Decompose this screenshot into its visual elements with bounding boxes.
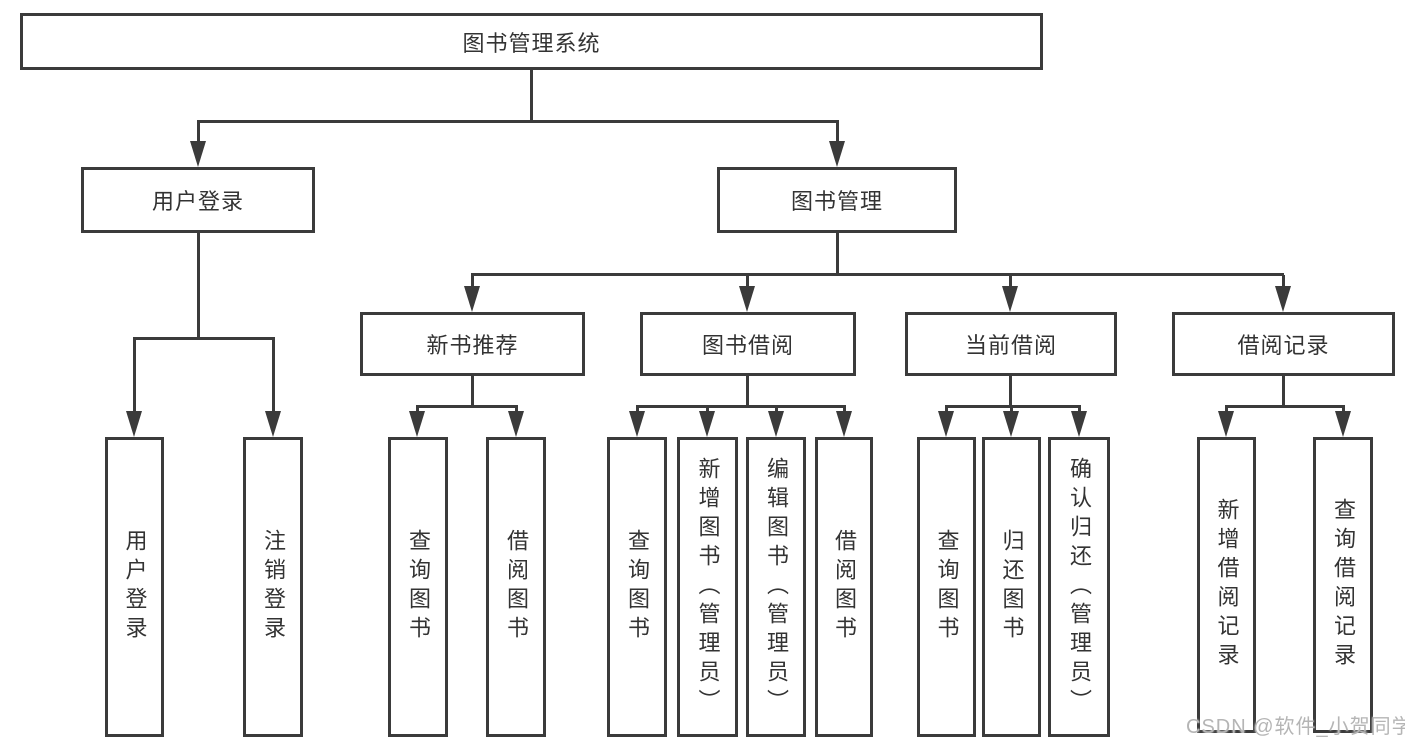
arrow-down-icon bbox=[464, 286, 480, 312]
leaf-logout: 注销登录 bbox=[243, 437, 303, 737]
node-label: 图书借阅 bbox=[701, 333, 794, 358]
connector-line bbox=[945, 405, 1081, 408]
connector-line bbox=[1342, 407, 1345, 413]
connector-line bbox=[945, 407, 948, 413]
connector-line bbox=[1078, 407, 1081, 413]
node-book-management: 图书管理 bbox=[717, 167, 957, 233]
arrow-down-icon bbox=[1003, 411, 1019, 437]
node-current-borrowing: 当前借阅 bbox=[905, 312, 1117, 376]
connector-line bbox=[471, 275, 474, 288]
leaf-borrowing-add-books-admin: 新增图书（管理员） bbox=[677, 437, 738, 737]
arrow-down-icon bbox=[829, 141, 845, 167]
arrow-down-icon bbox=[126, 411, 142, 437]
leaf-label: 查询图书 bbox=[406, 529, 431, 645]
connector-line bbox=[775, 407, 778, 413]
arrow-down-icon bbox=[699, 411, 715, 437]
node-label: 图书管理 bbox=[790, 189, 883, 214]
arrow-down-icon bbox=[768, 411, 784, 437]
leaf-label: 查询图书 bbox=[934, 529, 960, 645]
connector-line bbox=[416, 407, 419, 413]
connector-root-branch bbox=[197, 120, 839, 123]
leaf-label: 归还图书 bbox=[999, 529, 1025, 645]
connector-line bbox=[133, 339, 136, 412]
node-library-management-system: 图书管理系统 bbox=[20, 13, 1043, 70]
leaf-label: 编辑图书（管理员） bbox=[764, 456, 789, 718]
leaf-records-add-record: 新增借阅记录 bbox=[1197, 437, 1256, 733]
connector-line bbox=[272, 339, 275, 412]
connector-line bbox=[1009, 275, 1012, 288]
arrow-down-icon bbox=[739, 286, 755, 312]
connector-line bbox=[746, 275, 749, 288]
leaf-current-confirm-return-admin: 确认归还（管理员） bbox=[1048, 437, 1110, 737]
leaf-borrowing-borrow-books: 借阅图书 bbox=[815, 437, 873, 737]
connector-line bbox=[636, 405, 846, 408]
connector-line bbox=[836, 233, 839, 275]
connector-line bbox=[843, 407, 846, 413]
arrow-down-icon bbox=[409, 411, 425, 437]
connector-line bbox=[1010, 407, 1013, 413]
node-label: 图书管理系统 bbox=[462, 30, 601, 56]
node-label: 新书推荐 bbox=[426, 333, 519, 358]
node-new-book-recommendation: 新书推荐 bbox=[360, 312, 585, 376]
leaf-label: 确认归还（管理员） bbox=[1067, 456, 1092, 718]
arrow-down-icon bbox=[1218, 411, 1234, 437]
connector-line bbox=[1282, 275, 1285, 288]
connector-line bbox=[836, 122, 839, 142]
leaf-current-query-books: 查询图书 bbox=[917, 437, 976, 737]
connector-line bbox=[746, 376, 749, 407]
arrow-down-icon bbox=[938, 411, 954, 437]
leaf-label: 查询图书 bbox=[625, 529, 650, 645]
connector-line bbox=[515, 407, 518, 413]
connector-line bbox=[1282, 376, 1285, 407]
arrow-down-icon bbox=[508, 411, 524, 437]
arrow-down-icon bbox=[1275, 286, 1291, 312]
leaf-borrowing-query-books: 查询图书 bbox=[607, 437, 667, 737]
arrow-down-icon bbox=[1002, 286, 1018, 312]
node-borrowing-records: 借阅记录 bbox=[1172, 312, 1395, 376]
leaf-label: 借阅图书 bbox=[832, 529, 857, 645]
leaf-recommend-borrow-books: 借阅图书 bbox=[486, 437, 546, 737]
leaf-label: 新增借阅记录 bbox=[1214, 498, 1240, 672]
csdn-watermark: CSDN @软件_小贺同学 bbox=[1186, 716, 1405, 738]
leaf-label: 借阅图书 bbox=[504, 529, 529, 645]
leaf-borrowing-edit-books-admin: 编辑图书（管理员） bbox=[746, 437, 806, 737]
arrow-down-icon bbox=[1335, 411, 1351, 437]
leaf-label: 用户登录 bbox=[122, 529, 148, 645]
leaf-recommend-query-books: 查询图书 bbox=[388, 437, 448, 737]
connector-line bbox=[197, 122, 200, 142]
connector-line bbox=[636, 407, 639, 413]
leaf-label: 查询借阅记录 bbox=[1331, 498, 1356, 672]
node-label: 用户登录 bbox=[151, 189, 244, 214]
arrow-down-icon bbox=[190, 141, 206, 167]
arrow-down-icon bbox=[836, 411, 852, 437]
connector-line bbox=[416, 405, 518, 408]
connector-line bbox=[1009, 376, 1012, 407]
leaf-label: 注销登录 bbox=[261, 529, 286, 645]
arrow-down-icon bbox=[629, 411, 645, 437]
leaf-current-return-books: 归还图书 bbox=[982, 437, 1041, 737]
node-label: 当前借阅 bbox=[964, 333, 1057, 358]
connector-root-stem bbox=[530, 69, 533, 120]
connector-line bbox=[1225, 407, 1228, 413]
arrow-down-icon bbox=[265, 411, 281, 437]
connector-line bbox=[1225, 405, 1345, 408]
connector-management-branch bbox=[471, 273, 1284, 276]
connector-line bbox=[471, 376, 474, 407]
leaf-label: 新增图书（管理员） bbox=[695, 456, 721, 718]
node-user-login: 用户登录 bbox=[81, 167, 315, 233]
connector-line bbox=[197, 233, 200, 339]
arrow-down-icon bbox=[1071, 411, 1087, 437]
leaf-records-query-record: 查询借阅记录 bbox=[1313, 437, 1373, 733]
node-book-borrowing: 图书借阅 bbox=[640, 312, 856, 376]
leaf-user-login: 用户登录 bbox=[105, 437, 164, 737]
node-label: 借阅记录 bbox=[1237, 333, 1330, 358]
connector-user-branch bbox=[133, 337, 275, 340]
connector-line bbox=[706, 407, 709, 413]
